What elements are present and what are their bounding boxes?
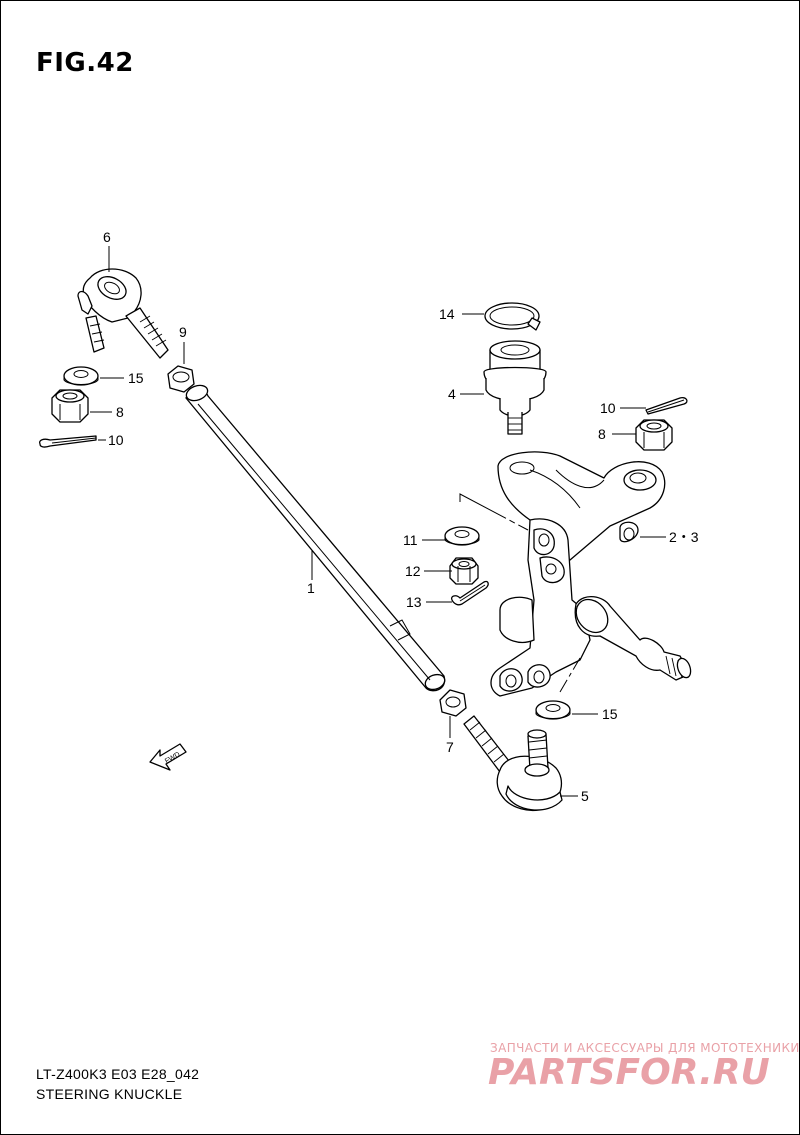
cotter-pin-left [38, 435, 97, 448]
castle-nut-12 [449, 557, 479, 585]
callout-15-left: 15 [128, 370, 144, 386]
washer-11 [444, 526, 480, 546]
watermark-logo: PARTSFOR.RU [488, 1052, 770, 1093]
callout-9: 9 [179, 324, 187, 340]
callout-8-left: 8 [116, 404, 124, 420]
washer-right [535, 700, 571, 720]
forward-arrow-icon: FWD [149, 743, 187, 771]
callout-10-right: 10 [600, 400, 616, 416]
lock-nut-7 [439, 689, 467, 717]
tie-rod [185, 384, 446, 692]
callout-8-right: 8 [598, 426, 606, 442]
castle-nut-right [635, 419, 673, 451]
cotter-pin-right [645, 396, 688, 415]
steering-knuckle [490, 451, 692, 697]
callout-1: 1 [307, 580, 315, 596]
figure-title: FIG.42 [36, 48, 134, 78]
callout-5: 5 [581, 788, 589, 804]
tie-rod-end-right [463, 715, 563, 811]
castle-nut-left [51, 389, 89, 423]
tie-rod-end-left [77, 268, 169, 359]
circlip [484, 302, 541, 331]
callout-10-left: 10 [108, 432, 124, 448]
ball-joint [483, 340, 547, 435]
callout-11: 11 [403, 532, 418, 548]
lock-nut-9 [167, 365, 195, 393]
washer-left [63, 366, 99, 386]
diagram-subtitle: STEERING KNUCKLE [36, 1086, 183, 1102]
callout-7: 7 [446, 739, 454, 755]
callout-12: 12 [405, 563, 421, 579]
callout-4: 4 [448, 386, 456, 402]
callout-2-3: 2・3 [669, 529, 699, 545]
callout-6: 6 [103, 229, 111, 245]
watermark-tagline: ЗАПЧАСТИ И АКСЕССУАРЫ ДЛЯ МОТОТЕХНИКИ [490, 1041, 800, 1055]
leader-lines [90, 246, 666, 797]
callout-15-right: 15 [602, 706, 618, 722]
cotter-pin-13 [450, 580, 489, 606]
model-code: LT-Z400K3 E03 E28_042 [36, 1066, 200, 1082]
callout-13: 13 [406, 594, 422, 610]
callout-14: 14 [439, 306, 455, 322]
